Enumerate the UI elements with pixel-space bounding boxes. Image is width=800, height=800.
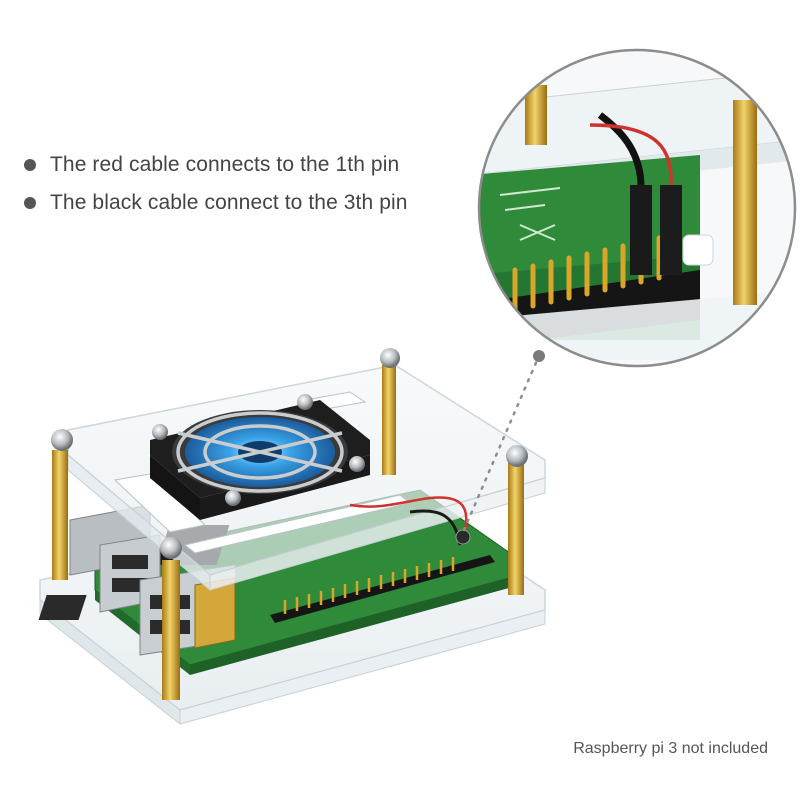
bullet-item-red-cable: The red cable connects to the 1th pin: [24, 146, 464, 184]
bullet-dot-icon: [24, 197, 36, 209]
cooling-fan: [150, 394, 370, 520]
brass-standoffs: [51, 348, 528, 700]
zoom-detail: [477, 48, 797, 368]
gpio-header: [270, 555, 495, 623]
bullet-dot-icon: [24, 159, 36, 171]
callout-line: [462, 350, 545, 532]
bullet-item-black-cable: The black cable connect to the 3th pin: [24, 184, 464, 222]
bullet-list: The red cable connects to the 1th pin Th…: [24, 146, 464, 222]
footnote: Raspberry pi 3 not included: [573, 740, 768, 757]
bullet-text: The black cable connect to the 3th pin: [50, 191, 408, 214]
bullet-text: The red cable connects to the 1th pin: [50, 153, 400, 176]
acrylic-case: [38, 348, 546, 726]
